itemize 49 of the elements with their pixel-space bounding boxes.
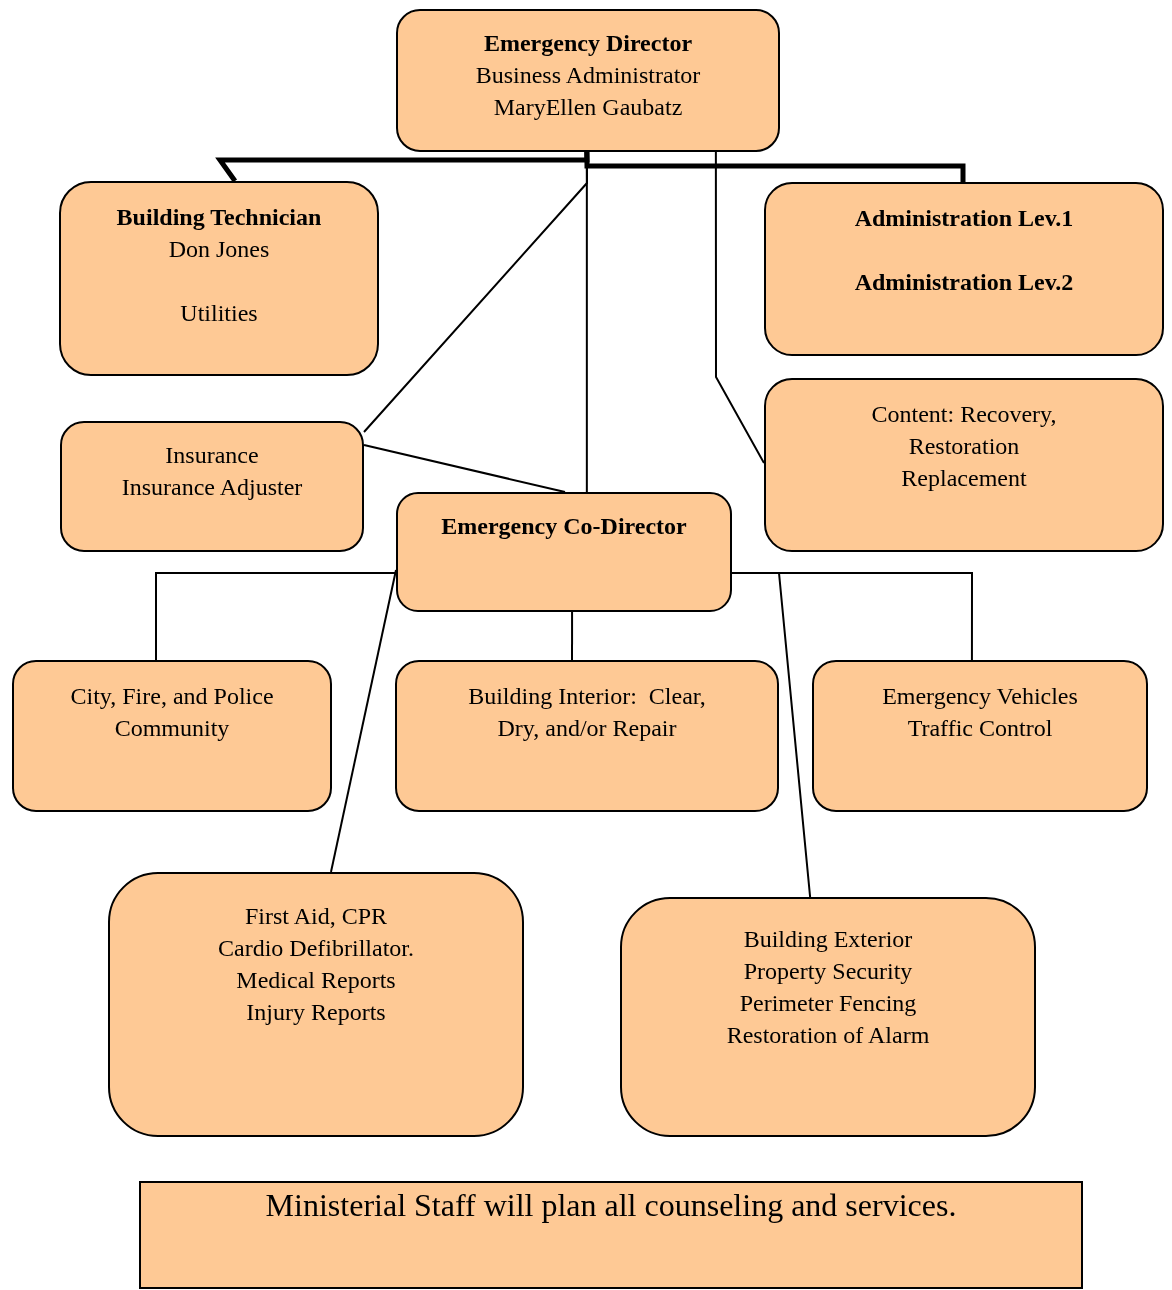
box-text: Building Exterior <box>743 925 913 954</box>
connector-line <box>330 569 397 873</box>
box-text: Property Security <box>743 957 913 986</box>
connector-line <box>155 572 397 661</box>
box-text: Insurance Adjuster <box>121 473 303 502</box>
box-text: MaryEllen Gaubatz <box>493 93 683 122</box>
box-text: Building Interior: Clear, <box>468 682 706 711</box>
org-box <box>108 872 524 1137</box>
connector-line <box>571 611 574 661</box>
box-text: Business Administrator <box>475 61 701 90</box>
box-text: City, Fire, and Police <box>70 682 274 711</box>
org-box <box>812 660 1148 812</box>
org-box <box>764 378 1164 552</box>
box-text: Restoration of Alarm <box>726 1021 930 1050</box>
box-text: Insurance <box>165 441 259 470</box>
box-text: Replacement <box>901 464 1027 493</box>
box-text: Dry, and/or Repair <box>497 714 677 743</box>
connector-line <box>731 572 812 898</box>
box-text: Emergency Vehicles <box>882 682 1078 711</box>
box-text: Utilities <box>180 299 258 328</box>
box-text: Content: Recovery, <box>871 400 1057 429</box>
role-title: Building Technician <box>116 203 322 232</box>
box-text: Medical Reports <box>236 966 396 995</box>
box-text: Injury Reports <box>246 998 386 1027</box>
box-text: Traffic Control <box>907 714 1053 743</box>
role-title: Emergency Co-Director <box>441 512 687 541</box>
box-text: Don Jones <box>168 235 270 264</box>
role-title: Emergency Director <box>483 29 693 58</box>
org-box <box>396 492 732 612</box>
box-text: Perimeter Fencing <box>739 989 917 1018</box>
org-box <box>60 421 364 552</box>
box-text: Community <box>114 714 230 743</box>
org-box <box>59 181 379 376</box>
connector-line <box>363 151 588 433</box>
connector-line <box>714 151 765 465</box>
org-box <box>395 660 779 812</box>
role-title: Administration Lev.2 <box>854 268 1074 297</box>
org-box <box>764 182 1164 356</box>
box-text: Ministerial Staff will plan all counseling and services. <box>265 1189 957 1221</box>
org-box <box>139 1181 1083 1289</box>
connector-line <box>363 443 566 493</box>
org-box <box>396 9 780 152</box>
box-text: Restoration <box>908 432 1020 461</box>
box-text: Cardio Defibrillator. <box>218 934 414 963</box>
connector-line <box>584 151 966 182</box>
org-box <box>12 660 332 812</box>
role-title: Administration Lev.1 <box>854 204 1074 233</box>
box-text: First Aid, CPR <box>244 902 388 931</box>
org-box <box>620 897 1036 1137</box>
